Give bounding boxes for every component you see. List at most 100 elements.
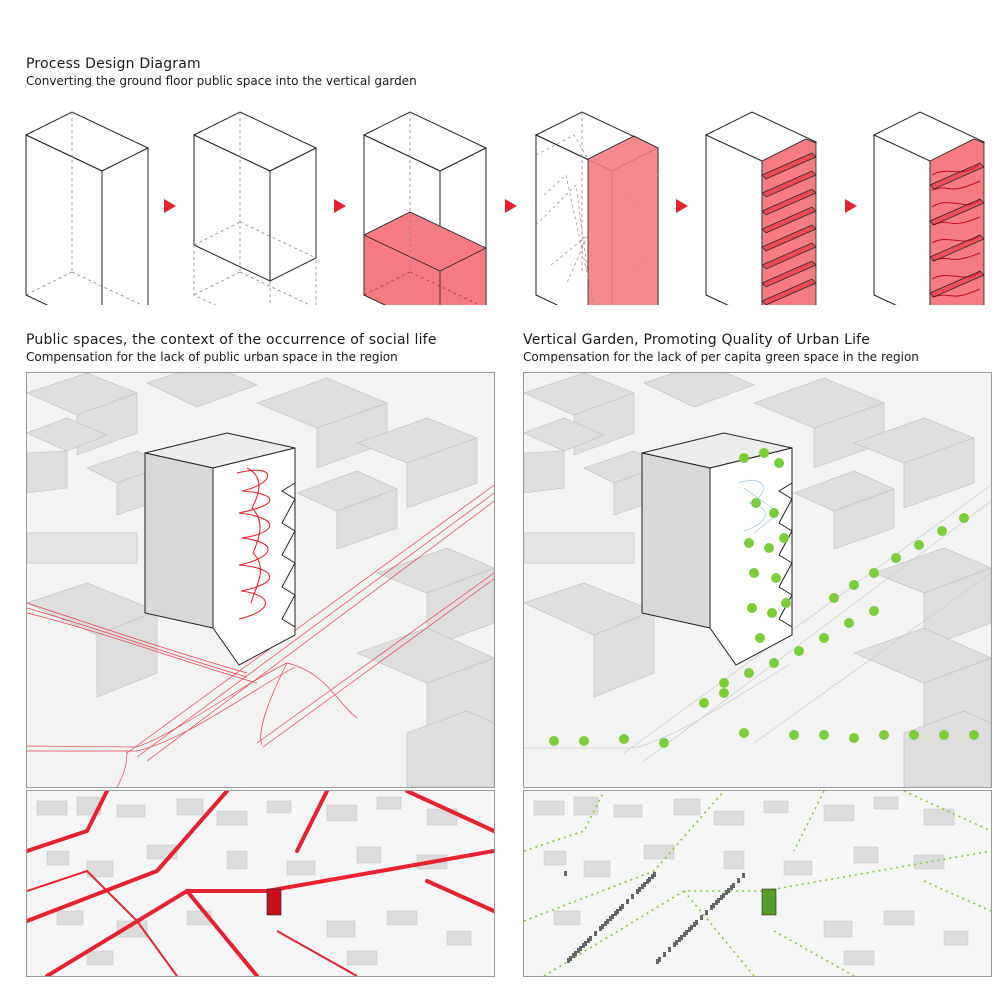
tree-icon [616, 909, 619, 914]
tree-icon [572, 953, 575, 958]
tree-icon [744, 538, 754, 548]
step-arrow-1-icon [164, 199, 176, 213]
tree-icon [601, 924, 604, 929]
tree-icon [744, 668, 754, 678]
tree-icon [579, 736, 589, 746]
tree-icon [781, 598, 791, 608]
tree-icon [732, 883, 735, 888]
public-space-map [26, 790, 495, 977]
tree-icon [751, 498, 761, 508]
step-2-box [192, 111, 318, 305]
tree-icon [789, 730, 799, 740]
tree-icon [587, 938, 590, 943]
tree-icon [767, 608, 777, 618]
tree-icon [764, 543, 774, 553]
tree-icon [619, 906, 622, 911]
tree-icon [659, 738, 669, 748]
tree-icon [819, 730, 829, 740]
tree-icon [869, 568, 879, 578]
tree-icon [604, 921, 607, 926]
tree-icon [725, 890, 728, 895]
vertical-garden-title: Vertical Garden, Promoting Quality of Ur… [523, 332, 871, 348]
tree-icon [589, 936, 592, 941]
process-subtitle: Converting the ground floor public space… [26, 74, 417, 88]
tree-icon [599, 926, 602, 931]
tree-icon [739, 453, 749, 463]
tree-icon [569, 956, 572, 961]
tree-icon [779, 533, 789, 543]
tree-icon [914, 540, 924, 550]
tree-icon [582, 943, 585, 948]
tree-icon [614, 911, 617, 916]
tree-icon [564, 871, 567, 876]
tree-icon [939, 730, 949, 740]
step-3-box [363, 111, 487, 305]
step-5-box [704, 111, 818, 305]
tree-icon [769, 658, 779, 668]
tree-icon [611, 914, 614, 919]
tree-icon [688, 927, 691, 932]
tree-icon [969, 730, 979, 740]
tree-icon [844, 618, 854, 628]
tree-icon [656, 959, 659, 964]
tree-icon [621, 904, 624, 909]
tree-icon [749, 568, 759, 578]
tree-icon [771, 573, 781, 583]
tree-icon [759, 448, 769, 458]
tree-icon [606, 919, 609, 924]
tree-icon [643, 882, 646, 887]
tree-icon [774, 458, 784, 468]
tree-icon [909, 730, 919, 740]
tree-icon [579, 946, 582, 951]
public-space-subtitle: Compensation for the lack of public urba… [26, 350, 398, 364]
step-4-box [535, 111, 659, 305]
tree-icon [619, 734, 629, 744]
tree-icon [819, 633, 829, 643]
tree-icon [653, 872, 656, 877]
tree-icon [636, 889, 639, 894]
tree-icon [705, 910, 708, 915]
tree-icon [678, 937, 681, 942]
step-arrow-3-icon [505, 199, 517, 213]
tree-icon [641, 884, 644, 889]
process-diagram [25, 111, 986, 305]
step-6-box [872, 111, 986, 305]
tree-icon [638, 887, 641, 892]
tree-icon [690, 925, 693, 930]
tree-icon [829, 593, 839, 603]
tree-icon [584, 941, 587, 946]
tree-icon [675, 940, 678, 945]
tower-a [144, 432, 296, 666]
tree-icon [730, 885, 733, 890]
tree-icon [710, 905, 713, 910]
tree-icon [879, 730, 889, 740]
tree-icon [631, 894, 634, 899]
tree-icon [685, 930, 688, 935]
tree-icon [869, 606, 879, 616]
tree-icon [648, 877, 651, 882]
tree-icon [739, 728, 749, 738]
tree-icon [626, 899, 629, 904]
public-space-title: Public spaces, the context of the occurr… [26, 332, 437, 348]
tree-icon [742, 873, 745, 878]
tree-icon [849, 580, 859, 590]
tree-icon [695, 920, 698, 925]
tree-icon [668, 947, 671, 952]
tree-icon [722, 893, 725, 898]
tree-icon [712, 903, 715, 908]
tree-icon [717, 898, 720, 903]
tree-icon [755, 633, 765, 643]
tree-icon [673, 942, 676, 947]
tree-icon [700, 915, 703, 920]
tower-b-map-marker [761, 888, 777, 916]
tree-icon [699, 698, 709, 708]
tree-icon [719, 688, 729, 698]
vertical-garden-axonometric [523, 372, 992, 788]
tree-icon [849, 733, 859, 743]
tree-icon [663, 952, 666, 957]
tree-icon [715, 900, 718, 905]
tree-icon [574, 951, 577, 956]
tree-icon [727, 888, 730, 893]
tree-icon [693, 922, 696, 927]
tree-icon [609, 916, 612, 921]
